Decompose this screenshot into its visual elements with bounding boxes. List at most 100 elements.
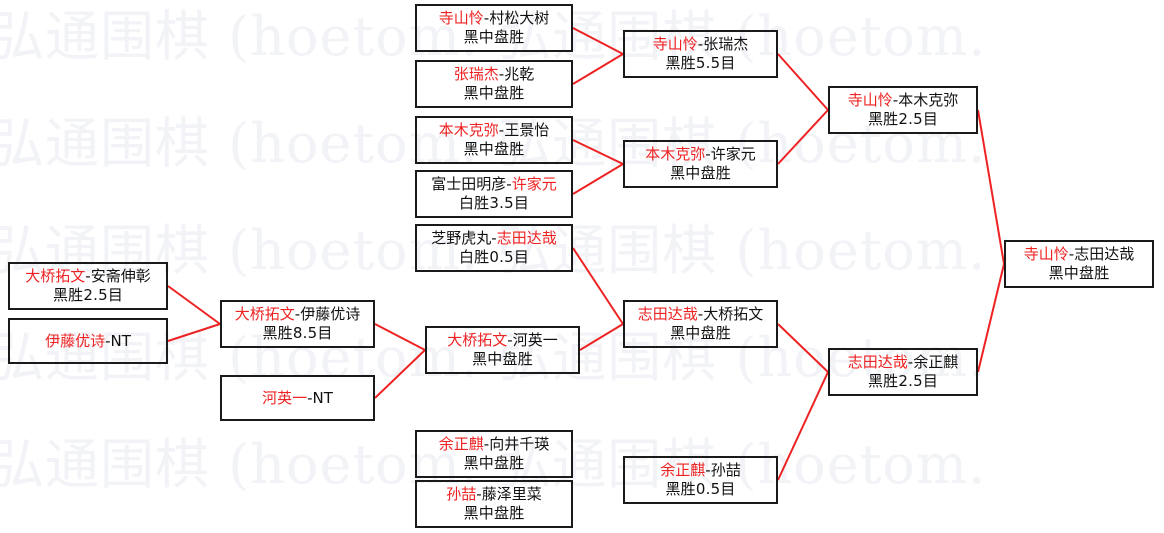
pairing-separator: - bbox=[307, 388, 313, 407]
pairing-separator: - bbox=[697, 35, 704, 54]
player-left-winner: 大桥拓文 bbox=[25, 267, 86, 286]
player-right: 兆乾 bbox=[504, 65, 535, 84]
bracket-connector bbox=[167, 285, 221, 325]
match-pairing: 大桥拓文-伊藤优诗 bbox=[235, 305, 360, 324]
match-pairing: 张瑞杰-兆乾 bbox=[454, 65, 534, 84]
player-left-winner: 本木克弥 bbox=[645, 145, 706, 164]
player-right: 藤泽里菜 bbox=[481, 485, 542, 504]
match-box[interactable]: 寺山怜-本木克弥黑胜2.5目 bbox=[828, 86, 978, 134]
match-box[interactable]: 孙喆-藤泽里菜黑中盘胜 bbox=[415, 480, 573, 528]
pairing-separator: - bbox=[892, 91, 899, 110]
match-box[interactable]: 大桥拓文-安斋伸彰黑胜2.5目 bbox=[8, 262, 168, 310]
match-result: 黑胜2.5目 bbox=[867, 110, 939, 128]
bracket-connector bbox=[374, 323, 426, 351]
bracket-connector bbox=[167, 323, 221, 342]
player-right: 大桥拓文 bbox=[703, 305, 764, 324]
match-box[interactable]: 寺山怜-张瑞杰黑胜5.5目 bbox=[623, 30, 778, 78]
player-left-winner: 寺山怜 bbox=[1023, 245, 1069, 264]
pairing-separator: - bbox=[907, 353, 914, 372]
player-left: 富士田明彦 bbox=[431, 175, 507, 194]
match-box[interactable]: 本木克弥-许家元黑中盘胜 bbox=[623, 140, 778, 188]
player-left-winner: 志田达哉 bbox=[637, 305, 698, 324]
match-pairing: 余正麒-孙喆 bbox=[660, 461, 740, 480]
player-right-winner: 志田达哉 bbox=[496, 229, 557, 248]
match-pairing: 本木克弥-许家元 bbox=[645, 145, 755, 164]
player-right: NT bbox=[110, 331, 131, 350]
player-left-winner: 寺山怜 bbox=[438, 9, 484, 28]
match-pairing: 寺山怜-志田达哉 bbox=[1024, 245, 1134, 264]
match-box[interactable]: 本木克弥-王景怡黑中盘胜 bbox=[415, 116, 573, 164]
player-right: 本木克弥 bbox=[898, 91, 959, 110]
pairing-separator: - bbox=[105, 331, 111, 350]
match-result: 黑中盘胜 bbox=[463, 84, 525, 102]
player-right: 张瑞杰 bbox=[703, 35, 749, 54]
match-result: 黑胜8.5目 bbox=[262, 324, 333, 342]
match-box[interactable]: 余正麒-向井千瑛黑中盘胜 bbox=[415, 430, 573, 478]
match-result: 黑中盘胜 bbox=[463, 28, 525, 46]
match-pairing: 河英一-NT bbox=[262, 389, 333, 408]
match-pairing: 大桥拓文-河英一 bbox=[447, 331, 557, 350]
bracket-connector bbox=[374, 349, 426, 399]
match-result: 黑中盘胜 bbox=[463, 140, 525, 158]
match-box[interactable]: 志田达哉-大桥拓文黑中盘胜 bbox=[623, 300, 778, 348]
pairing-separator: - bbox=[498, 121, 505, 140]
match-pairing: 芝野虎丸-志田达哉 bbox=[431, 229, 556, 248]
match-box[interactable]: 富士田明彦-许家元白胜3.5目 bbox=[415, 170, 573, 218]
player-right: 向井千瑛 bbox=[489, 435, 550, 454]
match-result: 黑胜5.5目 bbox=[665, 54, 736, 72]
match-result: 白胜3.5目 bbox=[458, 194, 530, 212]
player-left-winner: 大桥拓文 bbox=[234, 305, 295, 324]
match-pairing: 富士田明彦-许家元 bbox=[431, 175, 556, 194]
match-pairing: 孙喆-藤泽里菜 bbox=[446, 485, 541, 504]
player-left-winner: 寺山怜 bbox=[652, 35, 698, 54]
player-left-winner: 大桥拓文 bbox=[447, 331, 508, 350]
player-right: 安斋伸彰 bbox=[90, 267, 151, 286]
match-box[interactable]: 大桥拓文-伊藤优诗黑胜8.5目 bbox=[220, 300, 375, 348]
match-pairing: 志田达哉-大桥拓文 bbox=[638, 305, 763, 324]
match-result: 黑胜2.5目 bbox=[52, 286, 124, 304]
pairing-separator: - bbox=[483, 9, 490, 28]
player-right: 村松大树 bbox=[489, 9, 550, 28]
match-result: 黑胜0.5目 bbox=[665, 480, 736, 498]
match-box[interactable]: 大桥拓文-河英一黑中盘胜 bbox=[425, 326, 580, 374]
pairing-separator: - bbox=[705, 145, 711, 164]
match-result: 黑中盘胜 bbox=[472, 350, 533, 368]
match-result: 黑中盘胜 bbox=[1048, 264, 1110, 282]
player-right: 余正麒 bbox=[913, 353, 959, 372]
bracket-connector bbox=[579, 323, 624, 351]
bracket-connector bbox=[572, 139, 624, 165]
match-pairing: 寺山怜-张瑞杰 bbox=[653, 35, 748, 54]
player-right: 伊藤优诗 bbox=[300, 305, 361, 324]
match-box[interactable]: 伊藤优诗-NT bbox=[8, 318, 168, 364]
match-box[interactable]: 寺山怜-志田达哉黑中盘胜 bbox=[1004, 240, 1154, 288]
pairing-separator: - bbox=[506, 175, 512, 194]
bracket-connector bbox=[777, 109, 829, 165]
match-pairing: 伊藤优诗-NT bbox=[45, 332, 131, 351]
pairing-separator: - bbox=[1068, 245, 1075, 264]
pairing-separator: - bbox=[507, 331, 513, 350]
player-left-winner: 伊藤优诗 bbox=[45, 331, 106, 350]
player-right: 孙喆 bbox=[710, 461, 741, 480]
player-left-winner: 孙喆 bbox=[446, 485, 477, 504]
player-right: NT bbox=[312, 388, 333, 407]
match-result: 黑中盘胜 bbox=[463, 454, 525, 472]
player-left-winner: 张瑞杰 bbox=[453, 65, 499, 84]
match-box[interactable]: 芝野虎丸-志田达哉白胜0.5目 bbox=[415, 224, 573, 272]
pairing-separator: - bbox=[498, 65, 505, 84]
player-left-winner: 本木克弥 bbox=[438, 121, 499, 140]
player-left-winner: 寺山怜 bbox=[847, 91, 893, 110]
bracket-connector bbox=[572, 53, 624, 85]
pairing-separator: - bbox=[705, 461, 711, 480]
player-left-winner: 志田达哉 bbox=[847, 353, 908, 372]
player-left: 芝野虎丸 bbox=[431, 229, 492, 248]
match-result: 黑中盘胜 bbox=[463, 504, 525, 522]
match-pairing: 本木克弥-王景怡 bbox=[439, 121, 549, 140]
match-box[interactable]: 志田达哉-余正麒黑胜2.5目 bbox=[828, 348, 978, 396]
match-box[interactable]: 余正麒-孙喆黑胜0.5目 bbox=[623, 456, 778, 504]
match-box[interactable]: 河英一-NT bbox=[220, 375, 375, 421]
player-left-winner: 余正麒 bbox=[438, 435, 484, 454]
player-left-winner: 余正麒 bbox=[660, 461, 706, 480]
match-box[interactable]: 寺山怜-村松大树黑中盘胜 bbox=[415, 4, 573, 52]
match-box[interactable]: 张瑞杰-兆乾黑中盘胜 bbox=[415, 60, 573, 108]
